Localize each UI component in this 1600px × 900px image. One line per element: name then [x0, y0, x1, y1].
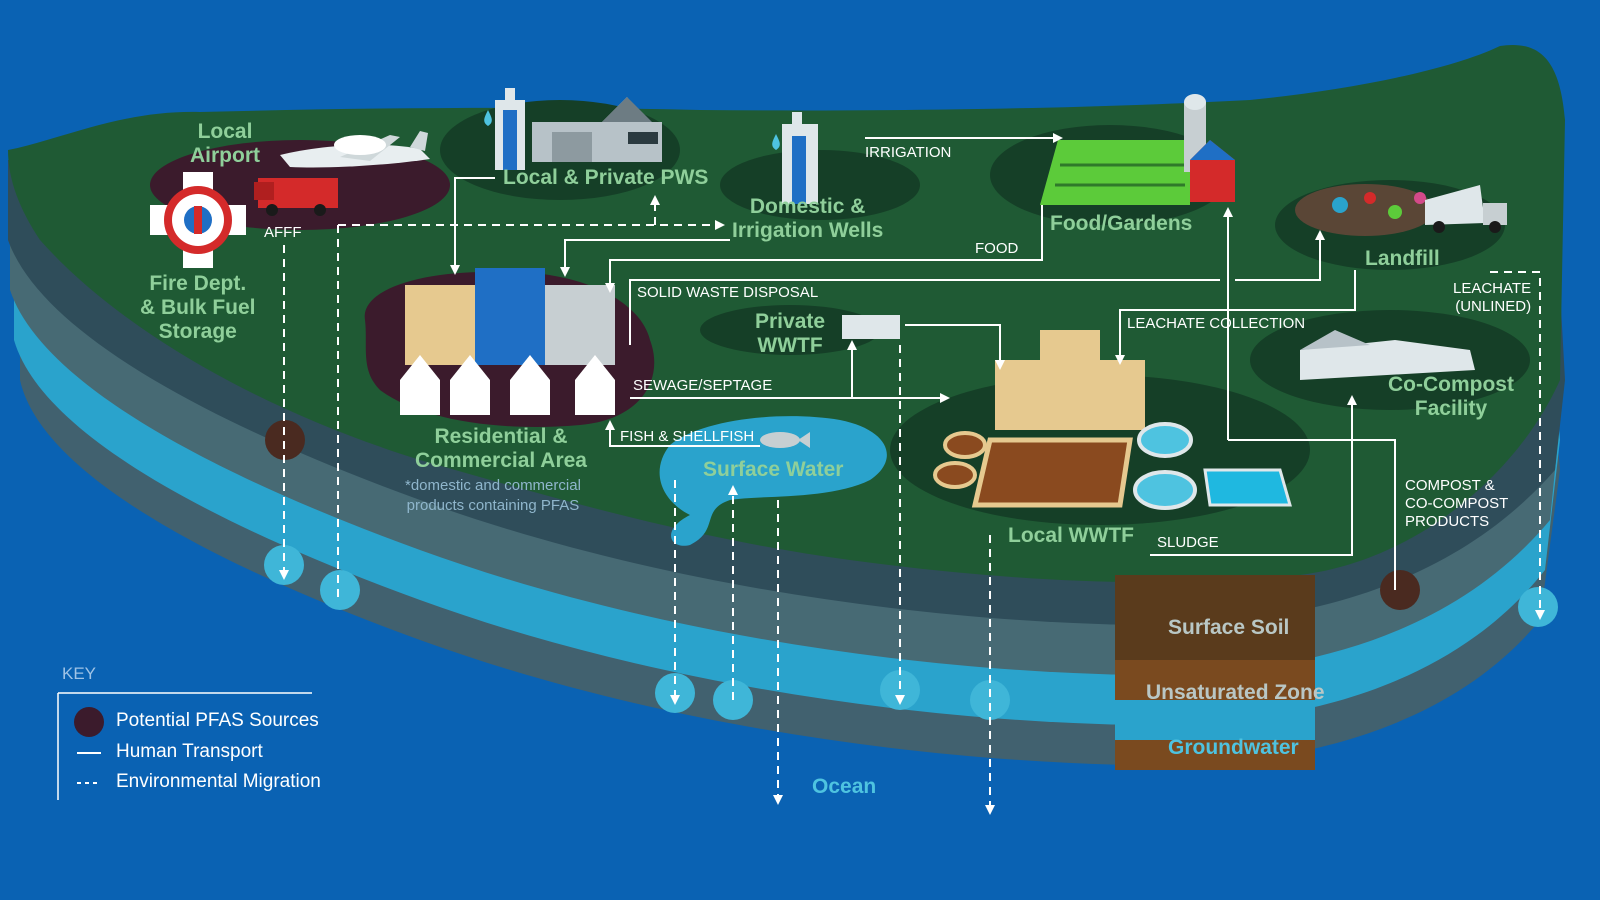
groundwater-markers	[264, 545, 1558, 720]
flow-pws-to-residential	[450, 177, 495, 275]
key-source-swatch	[74, 707, 104, 737]
wwtf-tank-icon	[933, 330, 1292, 510]
label-local-wwtf: Local WWTF	[1008, 524, 1134, 547]
label-sewage: SEWAGE/SEPTAGE	[633, 377, 773, 394]
patch-wells	[720, 150, 920, 220]
flow-food	[605, 205, 1043, 293]
soil-column-bottom	[1115, 740, 1315, 770]
trash-pile-icon	[1295, 184, 1435, 236]
compost-facility-icon	[1300, 330, 1475, 380]
label-leachate-unlined: LEACHATE (UNLINED)	[1453, 280, 1532, 315]
water-drop-icon	[772, 134, 780, 150]
soil-column-surface	[1115, 575, 1315, 660]
flow-private-to-local-wwtf	[905, 324, 1005, 370]
water-tower-icon	[495, 88, 525, 170]
label-ocean: Ocean	[812, 775, 877, 798]
environmental-migration-lines	[279, 195, 1545, 815]
label-cocompost: Co-Compost Facility	[1388, 373, 1514, 420]
label-wells: Domestic & Irrigation Wells	[732, 195, 884, 242]
fish-icon	[760, 432, 810, 448]
label-landfill: Landfill	[1365, 247, 1440, 270]
fire-truck-icon	[254, 178, 338, 216]
label-leachate-collection: LEACHATE COLLECTION	[1127, 315, 1306, 332]
label-irrigation: IRRIGATION	[865, 144, 952, 161]
label-groundwater: Groundwater	[1168, 736, 1299, 759]
pond	[659, 416, 887, 546]
label-compost: COMPOST & CO-COMPOST PRODUCTS	[1405, 477, 1509, 530]
label-unsaturated: Unsaturated Zone	[1146, 681, 1325, 704]
label-food-flow: FOOD	[975, 240, 1019, 257]
label-airport: Local Airport	[190, 120, 260, 167]
key-environmental: Environmental Migration	[116, 771, 321, 792]
human-transport-lines	[450, 133, 1396, 590]
label-pws: Local & Private PWS	[503, 166, 709, 189]
house-icon	[532, 97, 662, 162]
fire-dept-emblem-icon	[150, 172, 246, 268]
label-solid-waste: SOLID WASTE DISPOSAL	[637, 284, 819, 301]
building-icon	[400, 268, 615, 415]
flow-sludge	[1150, 395, 1357, 556]
label-private-wwtf: Private WWTF	[755, 310, 826, 357]
label-sludge: SLUDGE	[1157, 534, 1219, 551]
flow-fish	[605, 420, 760, 447]
garbage-truck-icon	[1425, 185, 1507, 233]
patch-private-wwtf	[700, 305, 880, 355]
flow-leachate-collection	[1115, 270, 1356, 365]
key-legend	[57, 692, 312, 800]
key-title: KEY	[62, 664, 97, 683]
water-drop-icon	[484, 110, 492, 126]
label-surface-soil: Surface Soil	[1168, 616, 1290, 639]
label-surface-water: Surface Water	[703, 458, 844, 481]
field-icon	[1040, 140, 1190, 205]
key-sources: Potential PFAS Sources	[116, 710, 319, 731]
surface-water	[659, 416, 887, 546]
private-wwtf-tank-icon	[842, 315, 900, 339]
source-marker-airport	[265, 420, 305, 460]
label-afff: AFFF	[264, 224, 302, 241]
barn-icon	[1190, 140, 1235, 202]
key-human: Human Transport	[116, 741, 263, 762]
flow-solid-waste-to-landfill	[1235, 230, 1325, 281]
flow-compost-loop	[1228, 439, 1396, 590]
migration-leachate-unlined	[1490, 271, 1545, 620]
label-fire-dept: Fire Dept. & Bulk Fuel Storage	[140, 272, 256, 343]
label-residential-note: *domestic and commercial products contai…	[405, 477, 581, 514]
soil-column-groundwater	[1115, 700, 1315, 740]
label-residential: Residential & Commercial Area	[415, 425, 587, 472]
pfas-source-markers	[265, 420, 1420, 610]
source-marker-compost	[1380, 570, 1420, 610]
label-food: Food/Gardens	[1050, 212, 1193, 235]
label-fish: FISH & SHELLFISH	[620, 428, 755, 445]
soil-column-unsaturated	[1115, 660, 1315, 700]
flow-wells-to-residential	[560, 239, 730, 277]
flow-solid-waste	[629, 279, 1220, 345]
airplane-icon	[280, 131, 430, 168]
well-icon	[782, 112, 818, 204]
